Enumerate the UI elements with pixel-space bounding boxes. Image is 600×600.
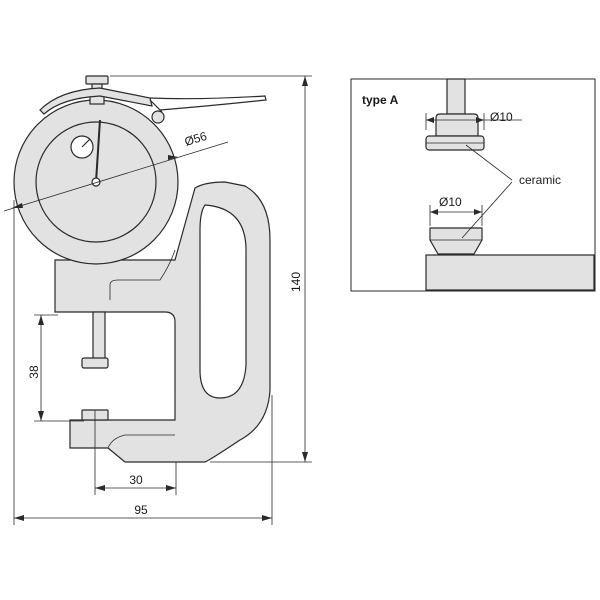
dimension-lines: [3, 75, 312, 525]
dim-width-total: 95: [134, 503, 148, 517]
detail-lower-diameter: Ø10: [439, 195, 462, 209]
detail-material-label: ceramic: [519, 173, 561, 187]
detail-box-type-a: type A Ø10 Ø10 ceramic: [350, 78, 596, 292]
upper-spindle: [81, 311, 109, 369]
dim-dial-diameter: Ø56: [183, 129, 209, 149]
dim-throat-depth: 38: [27, 365, 41, 379]
dim-height-total: 140: [289, 272, 303, 292]
dim-anvil-offset: 30: [129, 473, 143, 487]
gauge-frame: [54, 181, 271, 463]
dial-indicator: [13, 75, 267, 265]
detail-title: type A: [362, 93, 399, 107]
dimension-labels: Ø56 140 38 30 95: [27, 129, 303, 517]
detail-upper-diameter: Ø10: [490, 110, 513, 124]
